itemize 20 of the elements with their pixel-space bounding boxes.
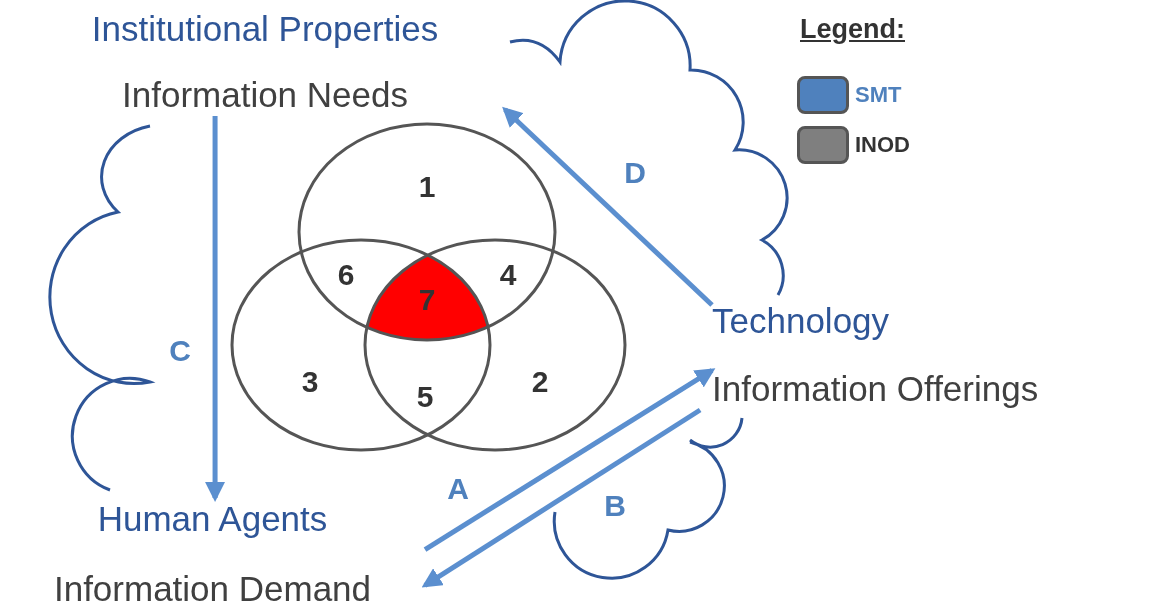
region-number: 5 [416, 382, 434, 412]
legend-title: Legend: [800, 14, 905, 45]
node-heading: Technology [712, 300, 890, 342]
region-number: 2 [531, 367, 549, 397]
node-text: Information Needs [122, 74, 408, 116]
legend-text: SMT [855, 82, 902, 108]
arrow [205, 116, 226, 502]
node-heading: Human Agents [97, 498, 328, 540]
region-number: 7 [418, 285, 436, 315]
arrow [423, 368, 716, 552]
node-text: Information Demand [53, 568, 372, 610]
node-text: Information Offerings [712, 368, 1039, 410]
arrow [502, 106, 714, 307]
legend-text: INOD [855, 132, 910, 158]
region-number: 1 [418, 172, 436, 202]
region-number: 6 [337, 260, 355, 290]
node-heading: Institutional Properties [91, 8, 439, 50]
region-number: 4 [499, 260, 517, 290]
region-number: 3 [301, 367, 319, 397]
arrow [421, 407, 702, 588]
